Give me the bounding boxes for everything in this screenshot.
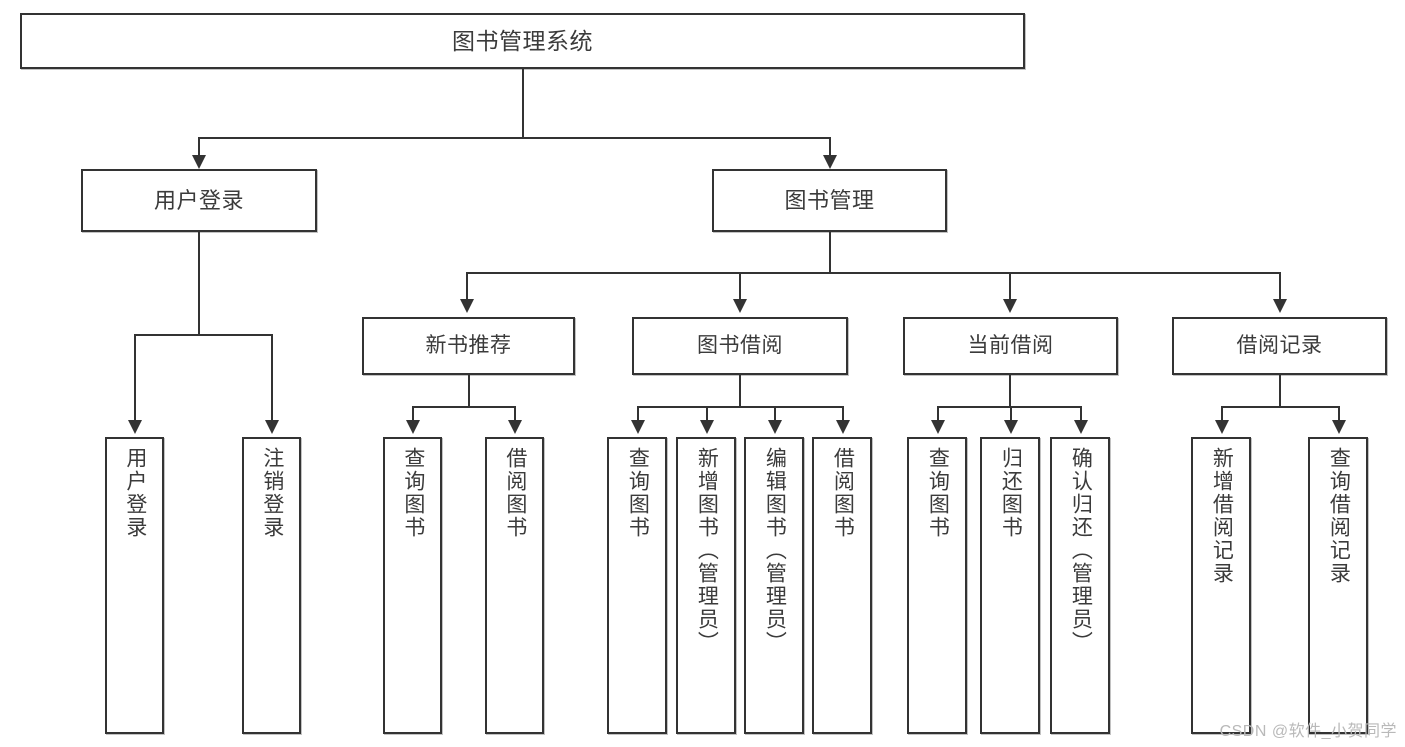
connector-borrow-record-bus: [1221, 406, 1340, 408]
node-leaf-confirm-return[interactable]: 确认归还（管理员）: [1050, 437, 1110, 734]
connector-lvl3-drop-4: [1279, 272, 1281, 302]
node-leaf-borrow-book-2[interactable]: 借阅图书: [812, 437, 872, 734]
connector-current-borrow-drop-1: [937, 406, 939, 423]
node-user-login[interactable]: 用户登录: [81, 169, 317, 232]
node-leaf-query-record[interactable]: 查询借阅记录: [1308, 437, 1368, 734]
arrow-to-leaf-edit-book: [768, 420, 782, 434]
connector-user-login-drop-2: [271, 334, 273, 423]
node-label: 编辑图书（管理员）: [763, 447, 787, 654]
connector-lvl3-drop-1: [466, 272, 468, 302]
connector-root-stem: [522, 69, 524, 138]
arrow-to-borrow-record: [1273, 299, 1287, 313]
arrow-to-leaf-user-logout: [265, 420, 279, 434]
arrow-to-leaf-query-book-1: [406, 420, 420, 434]
node-leaf-query-book-2[interactable]: 查询图书: [607, 437, 667, 734]
connector-book-mgmt-bus: [466, 272, 1280, 274]
node-label: 借阅图书: [503, 447, 527, 539]
node-book-mgmt[interactable]: 图书管理: [712, 169, 947, 232]
node-leaf-user-logout[interactable]: 注销登录: [242, 437, 301, 734]
node-leaf-query-book-3[interactable]: 查询图书: [907, 437, 967, 734]
node-label: 借阅图书: [831, 447, 855, 539]
node-label: 用户登录: [153, 187, 244, 213]
connector-new-book-bus: [412, 406, 515, 408]
node-label: 确认归还（管理员）: [1069, 447, 1093, 654]
node-leaf-borrow-book-1[interactable]: 借阅图书: [485, 437, 544, 734]
connector-current-borrow-stem: [1009, 375, 1011, 408]
connector-user-login-drop-1: [134, 334, 136, 423]
arrow-to-leaf-borrow-book-1: [508, 420, 522, 434]
node-label: 注销登录: [260, 447, 284, 539]
connector-lvl3-drop-3: [1009, 272, 1011, 302]
connector-user-login-stem: [198, 232, 200, 336]
connector-root-bus: [198, 137, 830, 139]
node-leaf-query-book-1[interactable]: 查询图书: [383, 437, 442, 734]
node-label: 新增借阅记录: [1210, 447, 1234, 585]
arrow-to-current-borrow: [1003, 299, 1017, 313]
arrow-to-user-login: [192, 155, 206, 169]
node-label: 图书管理系统: [452, 27, 593, 54]
arrow-to-book-borrow: [733, 299, 747, 313]
connector-root-drop-left: [198, 137, 200, 158]
node-root-system[interactable]: 图书管理系统: [20, 13, 1025, 69]
connector-book-borrow-drop-2: [706, 406, 708, 423]
connector-book-borrow-stem: [739, 375, 741, 408]
connector-new-book-stem: [468, 375, 470, 408]
connector-user-login-bus: [134, 334, 272, 336]
connector-book-borrow-drop-4: [842, 406, 844, 423]
node-label: 查询借阅记录: [1327, 447, 1351, 585]
arrow-to-leaf-query-book-2: [631, 420, 645, 434]
connector-root-drop-right: [829, 137, 831, 158]
connector-current-borrow-bus: [937, 406, 1081, 408]
connector-current-borrow-drop-2: [1010, 406, 1012, 423]
arrow-to-new-book: [460, 299, 474, 313]
arrow-to-leaf-query-book-3: [931, 420, 945, 434]
arrow-to-leaf-confirm-return: [1074, 420, 1088, 434]
arrow-to-book-mgmt: [823, 155, 837, 169]
node-label: 当前借阅: [967, 333, 1054, 357]
node-label: 查询图书: [926, 447, 950, 539]
node-leaf-return-book[interactable]: 归还图书: [980, 437, 1040, 734]
connector-new-book-drop-2: [514, 406, 516, 423]
node-label: 查询图书: [626, 447, 650, 539]
node-label: 查询图书: [401, 447, 425, 539]
node-label: 用户登录: [123, 447, 147, 539]
connector-borrow-record-drop-1: [1221, 406, 1223, 423]
arrow-to-leaf-borrow-book-2: [836, 420, 850, 434]
connector-lvl3-drop-2: [739, 272, 741, 302]
node-leaf-user-login[interactable]: 用户登录: [105, 437, 164, 734]
connector-book-borrow-drop-1: [637, 406, 639, 423]
node-label: 借阅记录: [1236, 333, 1323, 357]
connector-borrow-record-drop-2: [1338, 406, 1340, 423]
connector-new-book-drop-1: [412, 406, 414, 423]
connector-book-borrow-drop-3: [774, 406, 776, 423]
node-label: 图书管理: [784, 187, 875, 213]
arrow-to-leaf-return-book: [1004, 420, 1018, 434]
connector-book-mgmt-stem: [829, 232, 831, 274]
connector-current-borrow-drop-3: [1080, 406, 1082, 423]
node-book-borrow[interactable]: 图书借阅: [632, 317, 848, 375]
connector-book-borrow-bus: [637, 406, 843, 408]
node-label: 图书借阅: [697, 333, 783, 357]
node-leaf-add-book[interactable]: 新增图书（管理员）: [676, 437, 736, 734]
node-label: 归还图书: [999, 447, 1023, 539]
arrow-to-leaf-add-book: [700, 420, 714, 434]
node-label: 新增图书（管理员）: [695, 447, 719, 654]
connector-borrow-record-stem: [1279, 375, 1281, 408]
node-label: 新书推荐: [425, 333, 512, 357]
arrow-to-leaf-user-login: [128, 420, 142, 434]
arrow-to-leaf-add-record: [1215, 420, 1229, 434]
node-current-borrow[interactable]: 当前借阅: [903, 317, 1118, 375]
node-leaf-edit-book[interactable]: 编辑图书（管理员）: [744, 437, 804, 734]
node-new-book-recommend[interactable]: 新书推荐: [362, 317, 575, 375]
node-leaf-add-record[interactable]: 新增借阅记录: [1191, 437, 1251, 734]
arrow-to-leaf-query-record: [1332, 420, 1346, 434]
node-borrow-record[interactable]: 借阅记录: [1172, 317, 1387, 375]
